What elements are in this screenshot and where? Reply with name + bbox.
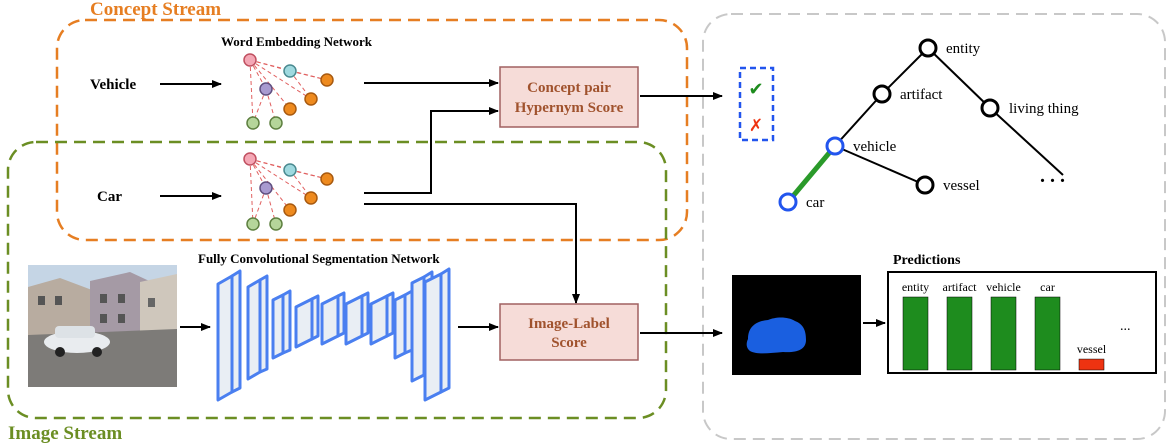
- check-cross-box: [738, 66, 775, 142]
- tree-label-car: car: [806, 195, 824, 211]
- embedding-node: [259, 82, 273, 96]
- embedding-node: [304, 191, 318, 205]
- embedding-node: [283, 102, 297, 116]
- car-embedding-to-image-label-arrow: [364, 203, 580, 304]
- tree-node-car: [778, 192, 798, 212]
- tree-label-artifact: artifact: [900, 87, 943, 103]
- prediction-bar-car: [1034, 296, 1061, 371]
- tree-node-living-thing: [980, 98, 1000, 118]
- output-panel-box: [702, 13, 1166, 440]
- tree-label-living-thing: living thing: [1009, 101, 1079, 117]
- embedding-node: [304, 92, 318, 106]
- concept-hierarchy-tree: entity artifact living thing vehicle ves…: [778, 38, 1079, 212]
- tree-node-entity: [918, 38, 938, 58]
- embedding-node: [243, 152, 257, 166]
- cross-icon: ✗: [749, 116, 763, 136]
- embedding-node: [269, 217, 283, 231]
- prediction-bars: entity artifact vehicle car vessel: [902, 280, 1107, 371]
- segmentation-mask: [732, 275, 861, 375]
- embedding-node: [243, 53, 257, 67]
- segmentation-network: [216, 267, 451, 402]
- check-icon: ✔: [748, 79, 763, 100]
- car-embedding-to-score-arrow: [364, 107, 499, 194]
- car-vehicle-path: [786, 144, 837, 204]
- word-embedding-title: Word Embedding Network: [221, 34, 373, 49]
- embedding-node: [246, 217, 260, 231]
- prediction-bar-artifact: [946, 296, 973, 371]
- concept-stream-label: Concept Stream: [90, 0, 221, 20]
- embedding-node: [283, 163, 297, 177]
- prediction-label-entity: entity: [902, 280, 929, 294]
- concept-stream-box: [55, 18, 689, 242]
- input-word-vehicle: Vehicle: [90, 77, 136, 93]
- predictions-title: Predictions: [893, 253, 961, 268]
- prediction-label-car: car: [1040, 280, 1055, 294]
- image-label-score-box: [499, 303, 639, 361]
- embedding-node: [259, 181, 273, 195]
- tree-node-vehicle: [825, 136, 845, 156]
- segmentation-network-title: Fully Convolutional Segmentation Network: [198, 251, 440, 266]
- tree-ellipsis: . . .: [1040, 165, 1065, 187]
- concept-pair-score-line1: Concept pair: [527, 80, 611, 96]
- tree-label-vehicle: vehicle: [853, 139, 897, 155]
- tree-node-vessel: [915, 175, 935, 195]
- embedding-node: [320, 73, 334, 87]
- image-label-score-line2: Score: [551, 335, 587, 351]
- input-word-car: Car: [97, 189, 122, 205]
- prediction-bar-vessel: [1078, 358, 1105, 371]
- concept-pair-score-box: [499, 66, 639, 128]
- input-street-photo: [28, 265, 177, 387]
- embedding-node: [320, 172, 334, 186]
- embedding-network-vehicle: [243, 53, 334, 130]
- predictions-ellipsis: ...: [1120, 319, 1131, 334]
- tree-label-vessel: vessel: [943, 178, 980, 194]
- embedding-network-car: [243, 152, 334, 231]
- embedding-node: [283, 203, 297, 217]
- embedding-node: [246, 116, 260, 130]
- image-stream-label: Image Stream: [8, 423, 122, 444]
- image-label-score-line1: Image-Label: [528, 316, 610, 332]
- embedding-node: [283, 64, 297, 78]
- prediction-label-artifact: artifact: [943, 280, 978, 294]
- prediction-label-vessel: vessel: [1077, 342, 1107, 356]
- prediction-label-vehicle: vehicle: [986, 280, 1021, 294]
- embedding-node: [269, 116, 283, 130]
- predictions-panel: [887, 271, 1157, 374]
- tree-label-entity: entity: [946, 41, 981, 57]
- prediction-bar-vehicle: [990, 296, 1017, 371]
- tree-node-artifact: [872, 84, 892, 104]
- concept-pair-score-line2: Hypernym Score: [515, 100, 624, 116]
- prediction-bar-entity: [902, 296, 929, 371]
